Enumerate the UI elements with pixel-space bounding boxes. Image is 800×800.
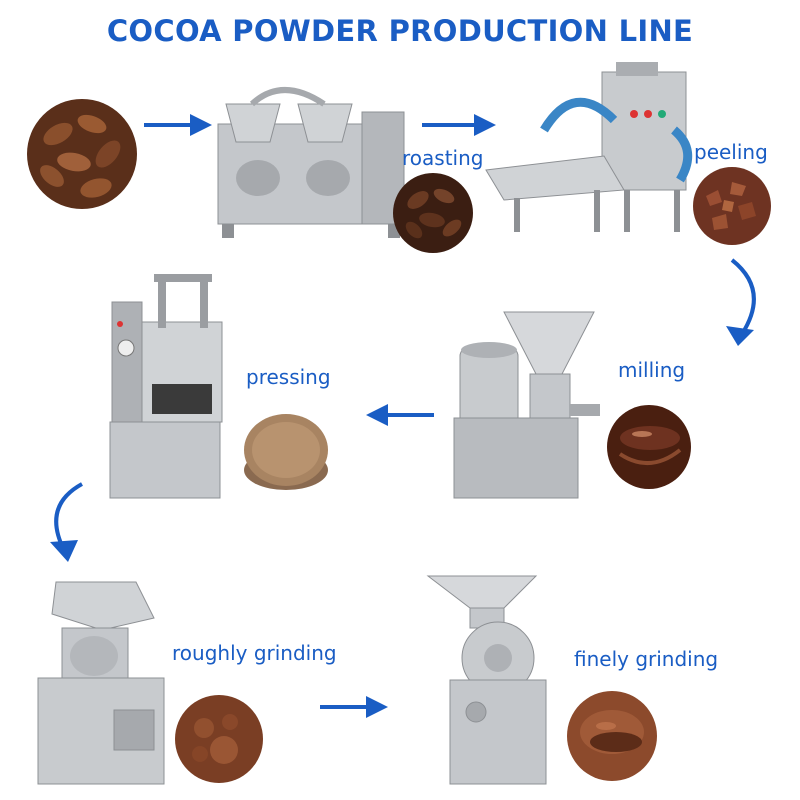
step-label-milling: milling	[618, 358, 686, 382]
fine-powder-image	[566, 690, 658, 782]
rough-grinder-image	[32, 578, 172, 788]
peeling-machine-image	[484, 60, 698, 236]
step-label-peeling: peeling	[694, 140, 768, 164]
milling-machine-image	[444, 308, 610, 508]
curved-arrow-left	[38, 480, 94, 564]
cocoa-cake-image	[240, 410, 332, 498]
step-label-rough: roughly grinding	[172, 641, 337, 665]
pressing-machine-image	[106, 272, 236, 500]
flow-arrow-1	[142, 112, 214, 138]
curved-arrow-right	[712, 256, 772, 348]
roasted-beans-image	[392, 172, 474, 254]
flow-arrow-3	[362, 402, 436, 428]
flow-arrow-2	[420, 112, 498, 138]
page-title: COCOA POWDER PRODUCTION LINE	[106, 14, 694, 48]
rough-powder-image	[174, 694, 264, 784]
step-label-pressing: pressing	[246, 365, 331, 389]
flow-arrow-4	[318, 694, 390, 720]
raw-cocoa-beans-image	[26, 96, 138, 212]
roasting-machine-image	[212, 82, 408, 240]
fine-grinder-image	[426, 572, 558, 788]
cocoa-liquor-image	[606, 404, 692, 490]
step-label-fine: finely grinding	[574, 647, 719, 671]
step-label-roasting: roasting	[402, 146, 484, 170]
cocoa-nibs-image	[692, 166, 772, 246]
